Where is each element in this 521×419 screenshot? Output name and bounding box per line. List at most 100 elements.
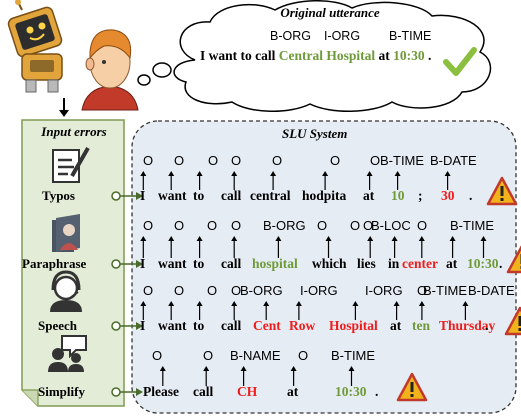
token: want bbox=[158, 188, 187, 203]
tag-arrowhead bbox=[367, 236, 374, 241]
tag-arrowhead bbox=[295, 301, 302, 306]
token: . bbox=[375, 384, 379, 399]
slot-tag: O bbox=[152, 348, 163, 363]
tag-arrowhead bbox=[322, 171, 329, 176]
token: ten bbox=[412, 318, 430, 333]
slot-tag: O bbox=[417, 283, 428, 298]
tag-arrowhead bbox=[196, 171, 203, 176]
slu-arrows bbox=[140, 171, 487, 386]
token: at bbox=[287, 384, 299, 399]
simplify-icon bbox=[48, 335, 87, 372]
paraphrase-icon bbox=[52, 214, 80, 252]
connector-typos bbox=[111, 191, 143, 201]
tag-arrowhead bbox=[231, 301, 238, 306]
original-segment: . bbox=[424, 48, 432, 63]
token: Hospital bbox=[329, 318, 378, 333]
slot-tag: B-ORG bbox=[240, 283, 283, 298]
slot-tag: O bbox=[350, 218, 361, 233]
tag-arrowhead bbox=[231, 236, 238, 241]
tag-arrowhead bbox=[159, 366, 166, 371]
slot-tag: O bbox=[143, 153, 154, 168]
token: which bbox=[312, 256, 347, 271]
slot-tag: O bbox=[370, 153, 381, 168]
robot-arrow bbox=[59, 98, 69, 117]
token: call bbox=[221, 318, 242, 333]
tag-arrowhead bbox=[140, 171, 147, 176]
token: Please bbox=[143, 384, 179, 399]
warning-icon bbox=[486, 176, 518, 206]
robot-icon bbox=[7, 0, 63, 93]
input-errors-title: Input errors bbox=[41, 124, 107, 139]
slot-tag: O bbox=[174, 218, 185, 233]
original-segment: Central Hospital bbox=[278, 48, 376, 63]
input-errors-panel bbox=[21, 119, 125, 407]
token: at bbox=[446, 256, 458, 271]
token: 10:30 bbox=[467, 256, 499, 271]
slot-tag: O bbox=[231, 153, 242, 168]
slot-tag: B-DATE bbox=[468, 283, 515, 298]
slot-tag: I-ORG bbox=[300, 283, 338, 298]
tag-arrowhead bbox=[391, 236, 398, 241]
slot-tag: B-LOC bbox=[371, 218, 411, 233]
tag-arrowhead bbox=[418, 301, 425, 306]
slot-tag: O bbox=[298, 348, 309, 363]
connector-speech bbox=[111, 321, 143, 331]
warning-icon bbox=[504, 306, 521, 336]
token: at bbox=[390, 318, 402, 333]
tag-arrowhead bbox=[168, 171, 175, 176]
token: 30 bbox=[441, 188, 455, 203]
slot-tag: I-ORG bbox=[365, 283, 403, 298]
slot-tag: B-NAME bbox=[230, 348, 281, 363]
slot-tag: O bbox=[143, 218, 154, 233]
slot-tag: O bbox=[143, 283, 154, 298]
thought-cloud bbox=[137, 0, 492, 112]
slu-warnings bbox=[396, 176, 521, 402]
token: to bbox=[193, 256, 205, 271]
tag-arrowhead bbox=[393, 301, 400, 306]
tag-arrowhead bbox=[462, 301, 469, 306]
token: call bbox=[221, 256, 242, 271]
slot-tag: O bbox=[174, 283, 185, 298]
tag-arrowhead bbox=[196, 301, 203, 306]
token: . bbox=[469, 188, 473, 203]
slot-tag: O bbox=[203, 348, 214, 363]
original-segment: 10:30 bbox=[393, 48, 425, 63]
token: center bbox=[402, 256, 438, 271]
tag-arrowhead bbox=[140, 301, 147, 306]
tag-arrowhead bbox=[352, 301, 359, 306]
slot-tag: O bbox=[231, 218, 242, 233]
token: . bbox=[499, 256, 503, 271]
category-label-paraphrase: Paraphrase bbox=[22, 256, 87, 271]
token: want bbox=[158, 256, 187, 271]
token: to bbox=[193, 188, 205, 203]
tag-arrowhead bbox=[480, 236, 487, 241]
checkmark-icon bbox=[443, 47, 477, 76]
tag-arrowhead bbox=[203, 366, 210, 371]
slot-tag: B-TIME bbox=[450, 218, 495, 233]
token: want bbox=[158, 318, 187, 333]
token: Cent bbox=[253, 318, 281, 333]
tag-arrowhead bbox=[263, 301, 270, 306]
tag-arrowhead bbox=[140, 236, 147, 241]
tag-arrowhead bbox=[449, 236, 456, 241]
slot-tag: O bbox=[272, 153, 283, 168]
slot-tag: O bbox=[207, 218, 218, 233]
slot-tag: O bbox=[330, 153, 341, 168]
token: hodpita bbox=[302, 188, 347, 203]
tag-arrowhead bbox=[275, 236, 282, 241]
slot-tag: O bbox=[207, 283, 218, 298]
token: at bbox=[363, 188, 375, 203]
token: Row bbox=[289, 318, 316, 333]
tag-arrowhead bbox=[366, 171, 373, 176]
tag-arrowhead bbox=[290, 366, 297, 371]
slot-tag: O bbox=[174, 153, 185, 168]
original-segment: I want to call bbox=[200, 48, 279, 63]
tag-arrowhead bbox=[325, 236, 332, 241]
token: I bbox=[140, 256, 146, 271]
slot-tag: O bbox=[417, 218, 428, 233]
slot-tag: B-TIME bbox=[331, 348, 376, 363]
token: hospital bbox=[252, 256, 298, 271]
token: to bbox=[193, 318, 205, 333]
tag-arrowhead bbox=[168, 236, 175, 241]
